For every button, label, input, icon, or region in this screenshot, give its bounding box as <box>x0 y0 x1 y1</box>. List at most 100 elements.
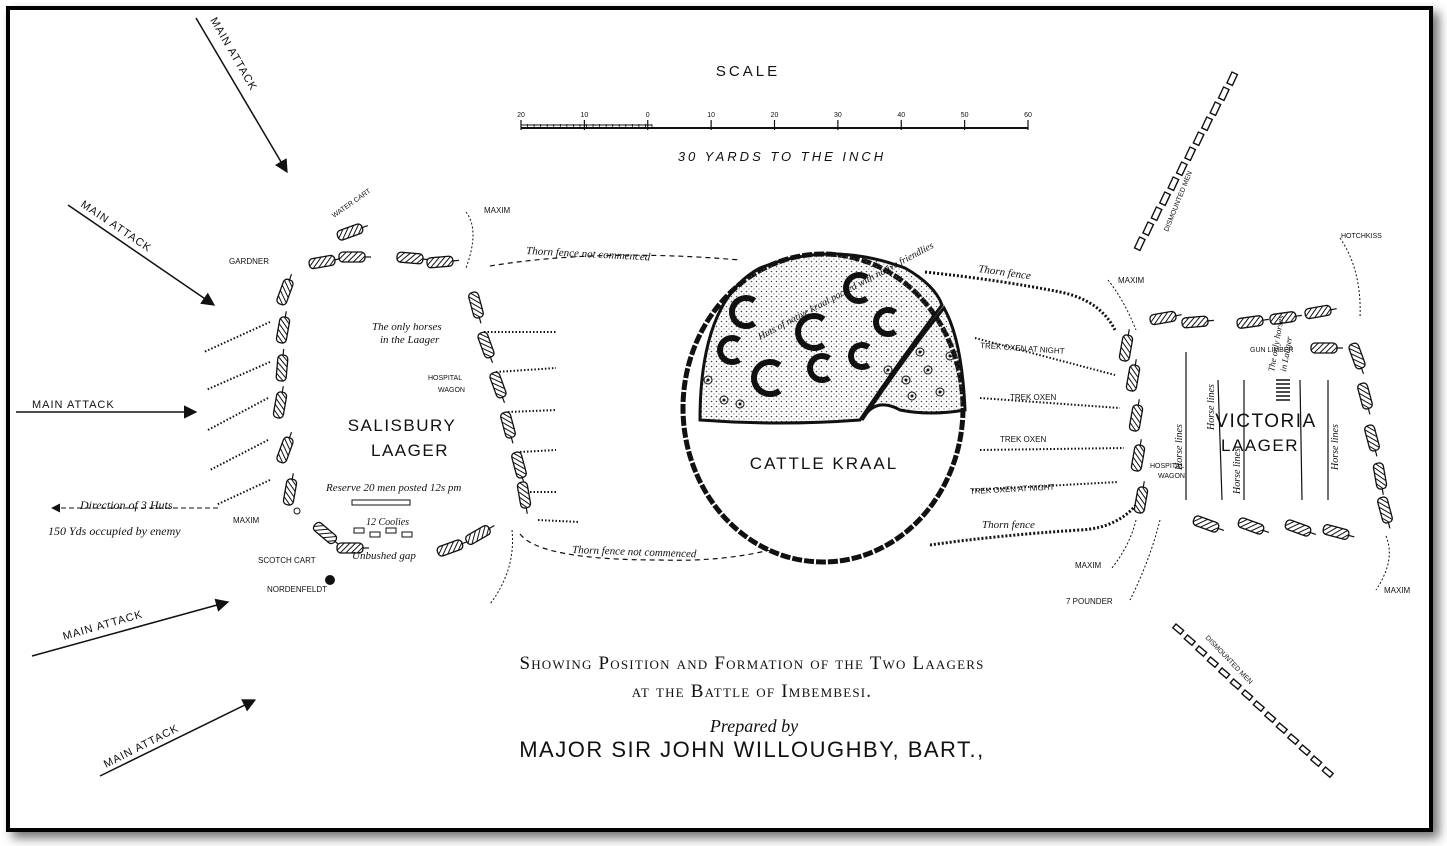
victoria-title-2: LAAGER <box>1221 436 1299 455</box>
wagon-body <box>276 278 294 306</box>
victoria-wagon <box>1236 315 1269 329</box>
wagon-pole <box>1295 314 1302 317</box>
thorn-fence-top-not-commenced <box>489 254 741 267</box>
maxim-top-track <box>465 211 474 269</box>
dismounted-man <box>1141 221 1155 237</box>
arrow-main-attack-bottom <box>99 699 257 777</box>
arrow-main-attack-top <box>195 17 288 174</box>
hut-ring <box>703 375 713 385</box>
hotchkiss-track <box>1339 237 1361 319</box>
wagon-body <box>1304 304 1332 320</box>
label-coolies: 12 Coolies <box>366 517 409 528</box>
wagon-pole <box>1137 399 1140 406</box>
wagon-body <box>1364 424 1380 452</box>
label-gardner: GARDNER <box>229 257 269 266</box>
wagon-body <box>1237 517 1265 535</box>
salisbury-wagon <box>338 251 371 263</box>
hut-ring <box>923 365 933 375</box>
label-only-horses-left: The only horses <box>372 321 442 333</box>
hut-ring <box>945 351 955 361</box>
wagon-pole <box>1360 368 1365 375</box>
hut-ring-center <box>910 394 914 398</box>
wagon-body <box>468 291 484 319</box>
label-only-horses-left-2: in the Laager <box>380 334 440 346</box>
label-unbushed-gap: Unbushed gap <box>352 550 416 562</box>
wagon-pole <box>291 473 294 480</box>
salisbury-wagon <box>468 291 484 324</box>
salisbury-wagon <box>282 473 298 506</box>
wagon-body <box>1377 496 1393 524</box>
wagon-body <box>1348 342 1366 370</box>
victoria-wagons <box>1118 304 1393 540</box>
salisbury-title-2: LAAGER <box>371 441 449 460</box>
caption-author: MAJOR SIR JOHN WILLOUGHBY, BART., <box>519 737 985 762</box>
label-main-attack-lower-left: MAIN ATTACK <box>62 609 145 643</box>
cattle-kraal: Huts of native kraal packed with native … <box>680 240 967 565</box>
wagon-body <box>1181 315 1209 329</box>
victoria-wagon <box>1284 519 1317 537</box>
wagon-pole <box>1262 318 1269 321</box>
victoria-wagon <box>1322 524 1355 540</box>
horse-line-2 <box>1217 379 1223 501</box>
dismounted-man <box>1321 766 1335 779</box>
trek-line <box>979 447 1125 451</box>
victoria-wagon <box>1133 481 1149 514</box>
wagon-body <box>1118 334 1134 362</box>
hut <box>848 342 871 370</box>
hut-ring-center <box>926 368 930 372</box>
hut-ring <box>883 365 893 375</box>
dismounted-man <box>1209 101 1222 117</box>
wagon-body <box>336 223 364 241</box>
hut <box>843 272 869 304</box>
label-hospital-right-2: WAGON <box>1158 473 1185 480</box>
scale-tick-label: 60 <box>1024 112 1032 119</box>
dismounted-man <box>1225 71 1239 87</box>
salisbury-title-1: SALISBURY <box>348 416 457 435</box>
arrow-main-attack-upper-left <box>67 204 216 306</box>
hut <box>807 353 831 383</box>
victoria-wagon <box>1304 304 1337 320</box>
victoria-wagon <box>1130 439 1146 472</box>
wagon-pole <box>281 386 284 393</box>
dismounted-man <box>1183 634 1197 647</box>
salisbury-picket-lines <box>203 321 581 523</box>
dismounted-man <box>1275 722 1289 735</box>
label-dismounted-bottom: DISMOUNTED MEN <box>1204 635 1254 686</box>
label-maxim-right-top: MAXIM <box>1118 276 1145 285</box>
salisbury-wagon <box>276 273 294 306</box>
wagon-body <box>489 371 507 399</box>
wagon-pole <box>452 259 459 262</box>
dismounted-man <box>1192 131 1205 147</box>
dismounted-man <box>1263 711 1277 724</box>
wagon-pole <box>1218 527 1225 532</box>
wagon-pole <box>1134 359 1137 366</box>
label-maxim-bottom: MAXIM <box>1075 561 1102 570</box>
hut <box>729 295 757 329</box>
hut-ring-center <box>706 378 710 382</box>
salisbury-wagon <box>275 311 291 344</box>
wagon-body <box>272 391 288 419</box>
hut-ring-center <box>904 378 908 382</box>
trek-oxen-lines: TREK OXEN AT NIGHT TREK OXEN TREK OXEN T… <box>970 337 1125 496</box>
dismounted-man <box>1171 623 1185 636</box>
dismounted-man <box>1217 667 1231 680</box>
label-main-attack-bottom: MAIN ATTACK <box>102 722 181 770</box>
wagon-body <box>1322 524 1350 540</box>
salisbury-laager: SALISBURY LAAGER WATER CART GARDNER MAXI… <box>203 187 581 605</box>
picket-line <box>507 409 557 413</box>
wagon-body <box>275 316 291 344</box>
coolie-box <box>369 531 381 538</box>
label-horse-lines-3: Horse lines <box>1232 448 1243 495</box>
wagon-body <box>1372 462 1388 490</box>
victoria-wagon <box>1269 311 1302 325</box>
label-trek-2: TREK OXEN <box>1000 435 1046 444</box>
wagon-body <box>275 354 289 382</box>
wagon-body <box>1284 519 1312 537</box>
hut <box>795 313 826 351</box>
dismounted-man <box>1217 86 1230 102</box>
wagon-pole <box>1367 408 1371 415</box>
thorn-fence-bottom-right <box>929 499 1142 547</box>
victoria-wagon <box>1348 342 1366 375</box>
hut-ring <box>907 391 917 401</box>
